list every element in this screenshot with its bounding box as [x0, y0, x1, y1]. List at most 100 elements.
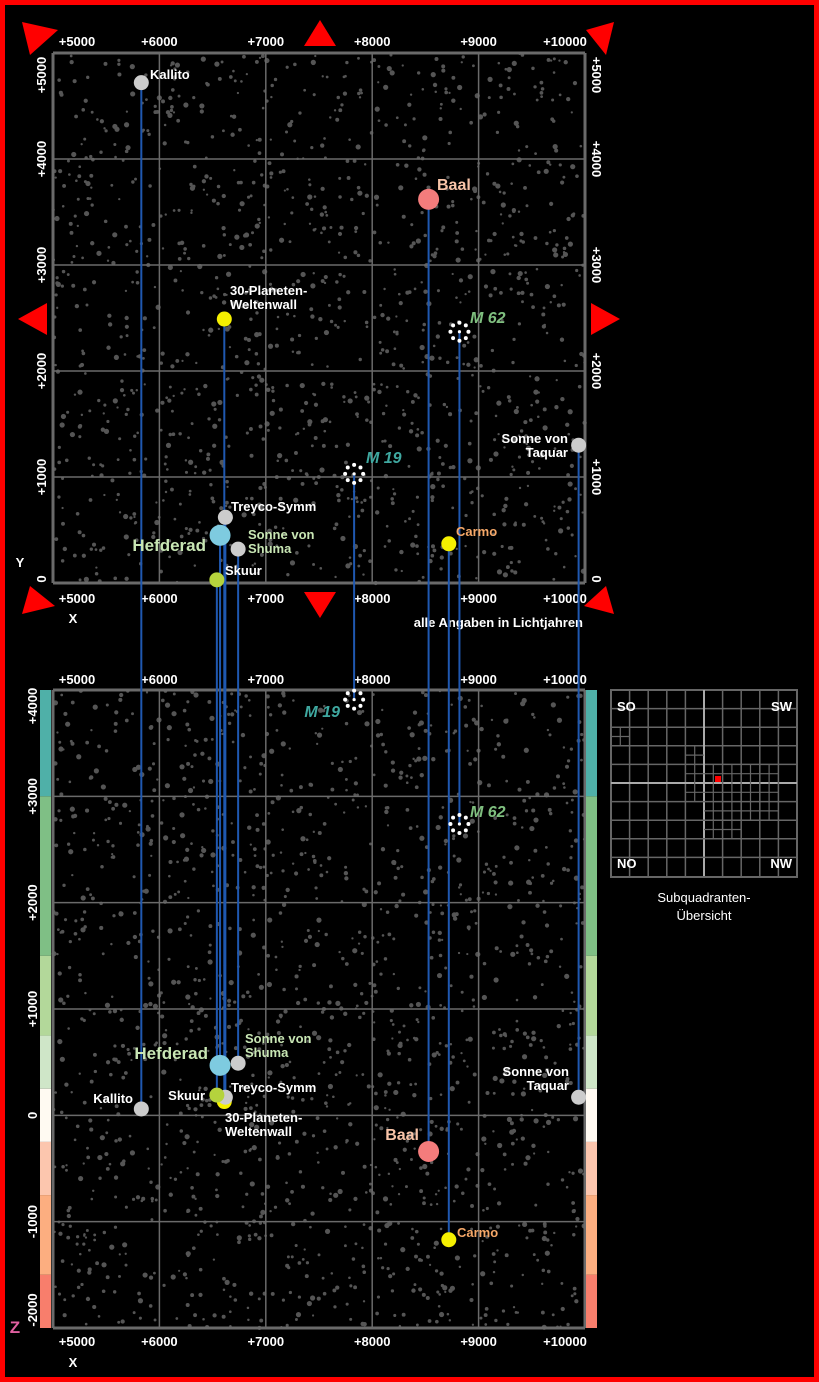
- background-star: [265, 1032, 270, 1037]
- background-star: [275, 327, 279, 331]
- background-star: [57, 1038, 63, 1045]
- background-star: [511, 1162, 515, 1166]
- background-star: [192, 164, 197, 169]
- object-baal-xz[interactable]: Baal: [385, 1127, 440, 1162]
- background-star: [473, 366, 476, 369]
- object-m62-xz[interactable]: M 62: [448, 804, 506, 835]
- background-star: [164, 1029, 168, 1032]
- background-star: [448, 91, 451, 95]
- object-kallito-xy[interactable]: Kallito: [133, 67, 190, 91]
- arrow-southeast-icon[interactable]: [584, 586, 614, 614]
- background-star: [152, 742, 156, 746]
- background-star: [85, 887, 90, 891]
- background-star: [125, 110, 129, 113]
- background-star: [376, 1295, 381, 1299]
- background-star: [343, 400, 346, 403]
- object-weltenwall-xz[interactable]: 30-Planeten-Weltenwall: [216, 1094, 303, 1139]
- object-m19-xz[interactable]: M 19: [304, 688, 366, 721]
- object-weltenwall-xy[interactable]: 30-Planeten-Weltenwall: [216, 283, 308, 327]
- background-star: [429, 1203, 433, 1207]
- background-star: [409, 93, 413, 96]
- object-m19-xy[interactable]: M 19: [343, 450, 402, 485]
- background-star: [529, 948, 534, 953]
- arrow-up-icon[interactable]: [304, 20, 336, 46]
- background-star: [390, 768, 396, 773]
- background-star: [244, 291, 248, 295]
- background-star: [434, 1193, 438, 1196]
- subquadrant-overview[interactable]: SO SW NO NW Subquadranten- Übersicht: [610, 689, 798, 923]
- background-star: [385, 385, 389, 389]
- background-star: [200, 56, 206, 62]
- background-star: [275, 1154, 280, 1159]
- background-star: [463, 705, 468, 709]
- background-star: [276, 459, 280, 462]
- y-axis-label: Y: [16, 555, 25, 570]
- object-treyco-xy[interactable]: Treyco-Symm: [217, 499, 316, 525]
- background-star: [364, 1000, 369, 1005]
- background-star: [258, 424, 263, 429]
- arrow-right-icon[interactable]: [591, 303, 620, 335]
- object-hefderad-xz[interactable]: Hefderad: [134, 1044, 231, 1076]
- background-star: [267, 216, 271, 219]
- object-skuur-xy[interactable]: Skuur: [209, 563, 262, 588]
- background-star: [270, 1291, 275, 1296]
- background-star: [514, 845, 520, 851]
- background-star: [177, 208, 181, 212]
- background-star: [517, 210, 521, 213]
- background-star: [73, 393, 77, 396]
- background-star: [236, 1235, 242, 1241]
- background-star: [577, 384, 582, 389]
- background-star: [362, 887, 366, 891]
- object-hefderad-xy[interactable]: Hefderad: [132, 524, 231, 555]
- background-star: [543, 1224, 547, 1228]
- object-skuur-xz[interactable]: Skuur: [168, 1087, 225, 1103]
- arrow-left-icon[interactable]: [18, 303, 47, 335]
- background-star: [499, 213, 503, 216]
- background-star: [323, 281, 327, 285]
- background-star: [185, 352, 190, 357]
- object-carmo-xy[interactable]: Carmo: [441, 524, 497, 552]
- background-star: [340, 535, 346, 542]
- background-star: [335, 1000, 341, 1006]
- arrow-southwest-icon[interactable]: [22, 586, 55, 614]
- background-star: [60, 1259, 65, 1263]
- background-star: [91, 838, 95, 842]
- background-star: [179, 534, 184, 539]
- background-star: [396, 1081, 401, 1085]
- background-star: [464, 898, 468, 902]
- background-star: [544, 1250, 550, 1256]
- background-star: [265, 1184, 271, 1189]
- background-star: [310, 314, 315, 319]
- arrow-northeast-icon[interactable]: [586, 22, 614, 55]
- arrow-northwest-icon[interactable]: [22, 22, 58, 55]
- background-star: [96, 118, 99, 121]
- background-star: [570, 213, 575, 218]
- background-star: [505, 779, 509, 783]
- background-star: [324, 210, 328, 214]
- background-star: [545, 1119, 552, 1125]
- background-star: [553, 447, 557, 450]
- object-carmo-xz[interactable]: Carmo: [441, 1225, 498, 1248]
- background-star: [332, 526, 337, 531]
- background-star: [227, 444, 231, 448]
- object-m62-xy[interactable]: M 62: [448, 310, 506, 343]
- background-star: [89, 547, 94, 551]
- background-star: [502, 572, 508, 578]
- background-star: [266, 387, 271, 393]
- object-kallito-xz[interactable]: Kallito: [93, 1091, 149, 1117]
- background-star: [329, 116, 332, 119]
- background-star: [408, 429, 414, 434]
- background-star: [257, 1047, 262, 1052]
- object-baal-xy[interactable]: Baal: [418, 177, 471, 210]
- background-star: [364, 1191, 368, 1194]
- background-star: [387, 932, 392, 937]
- background-star: [524, 809, 529, 813]
- arrow-down-icon[interactable]: [304, 592, 336, 618]
- background-star: [177, 549, 183, 556]
- background-star: [568, 829, 572, 833]
- star-icon: [209, 1054, 231, 1076]
